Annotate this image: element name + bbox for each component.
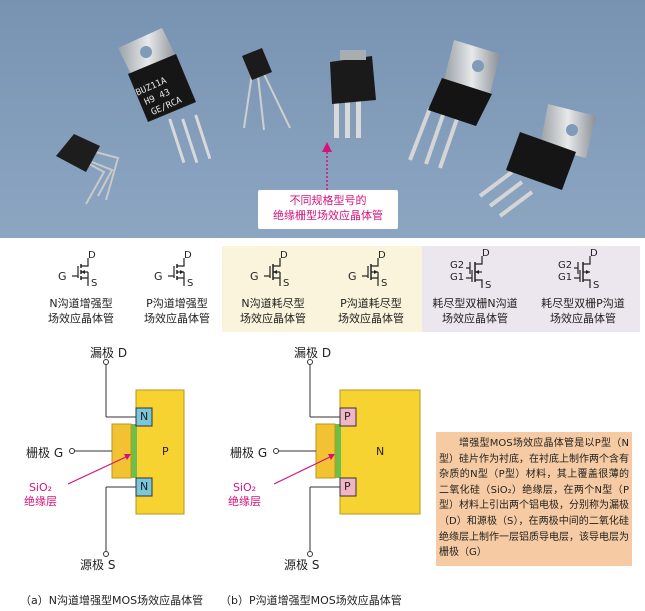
source-label: S (381, 278, 388, 289)
transistor-to220-far-right (478, 104, 596, 218)
dual-gate-band (422, 246, 640, 332)
gate-terminal (273, 448, 279, 454)
sio2-label: SiO₂ 绝缘层 (228, 481, 261, 509)
drain-terminal (103, 359, 109, 365)
gate-label: G (250, 270, 259, 283)
sio2-label-line-1: SiO₂ (28, 481, 53, 494)
depletion-band (222, 246, 422, 332)
gate-label: G (154, 270, 163, 283)
gate-label: G (348, 270, 357, 283)
symbol-p-depletion: G D S P沟道耗尽型 场效应晶体管 (318, 246, 424, 332)
drain-label: 漏极 D (90, 346, 128, 360)
gate-label: G (58, 270, 67, 283)
symbol-caption: N沟道耗尽型 场效应晶体管 (220, 296, 326, 326)
source-label: S (283, 278, 290, 289)
symbol-caption: P沟道增强型 场效应晶体管 (124, 296, 230, 326)
drain-label: D (378, 250, 386, 261)
callout-line-2: 绝缘栅型场效应晶体管 (273, 209, 383, 222)
gate-metal (315, 423, 336, 479)
gate-metal (111, 423, 132, 479)
source-label: 源极 S (284, 558, 320, 572)
symbol-caption-line-1: N沟道增强型 (49, 297, 113, 310)
info-box: 增强型MOS场效应晶体管是以P型（N型）硅片作为衬底，在衬底上制作两个含有杂质的… (436, 432, 632, 566)
oxide-layer (131, 424, 137, 478)
symbol-caption-line-2: 场效应晶体管 (48, 312, 114, 325)
sio2-label-line-2: 绝缘层 (24, 495, 57, 508)
source-label: S (593, 280, 600, 291)
transistor-to220-large: BUZ11A H9 43 GE/RCA (118, 28, 212, 164)
symbol-caption-line-2: 场效应晶体管 (442, 312, 508, 325)
sio2-label: SiO₂ 绝缘层 (24, 481, 57, 509)
sio2-label-line-2: 绝缘层 (228, 495, 261, 508)
drain-region-label: N (140, 410, 149, 423)
drain-label: D (482, 248, 490, 259)
drain-terminal (307, 359, 313, 365)
source-terminal (307, 551, 313, 557)
source-terminal (103, 551, 109, 557)
symbol-caption-line-1: 耗尽型双栅N沟道 (432, 297, 518, 310)
callout-line-1: 不同规格型号的 (289, 194, 367, 207)
source-label: 源极 S (80, 558, 116, 572)
gate-terminal (69, 448, 75, 454)
photo-callout: 不同规格型号的 绝缘栅型场效应晶体管 (258, 190, 398, 229)
source-region-label: N (140, 480, 149, 493)
source-label: S (485, 280, 492, 291)
symbol-caption-line-1: P沟道耗尽型 (340, 297, 402, 310)
source-region-label: P (344, 480, 351, 493)
symbol-caption-line-1: N沟道耗尽型 (241, 297, 305, 310)
drain-region-label: P (344, 410, 351, 423)
gate1-label: G1 (558, 272, 573, 283)
symbol-caption-line-1: 耗尽型双栅P沟道 (541, 297, 625, 310)
mosfet-symbol-row: G D S N沟道增强型 场效应晶体管 G D S P沟道增强型 场效应晶体管 (0, 246, 645, 332)
gate2-label: G2 (558, 260, 573, 271)
substrate-label: P (162, 445, 169, 458)
symbol-caption: P沟道耗尽型 场效应晶体管 (318, 296, 424, 326)
transistor-small-left (56, 134, 120, 205)
symbol-caption-line-2: 场效应晶体管 (550, 312, 616, 325)
symbol-dual-gate-p: G2 G1 D S 耗尽型双栅P沟道 场效应晶体管 (530, 246, 636, 332)
substrate-label: N (376, 445, 385, 458)
gate-label: 栅极 G (230, 446, 268, 460)
symbol-caption-line-1: P沟道增强型 (146, 297, 208, 310)
diagram-p-channel: 漏极 D 栅极 G 源极 S P P N SiO₂ 绝缘层 (218, 340, 438, 590)
transistor-small-mid (242, 48, 291, 131)
symbol-caption-line-2: 场效应晶体管 (144, 312, 210, 325)
symbol-p-enhancement: G D S P沟道增强型 场效应晶体管 (124, 246, 230, 332)
caption-a: （a）N沟道增强型MOS场效应晶体管 (20, 594, 204, 607)
source-label: S (187, 278, 194, 289)
gate1-label: G1 (450, 272, 465, 283)
drain-label: D (280, 250, 288, 261)
drain-label: 漏极 D (294, 346, 332, 360)
drain-label: D (88, 250, 96, 261)
sio2-label-line-1: SiO₂ (232, 481, 257, 494)
symbol-caption: N沟道增强型 场效应晶体管 (28, 296, 134, 326)
transistor-to220-right (408, 40, 500, 169)
transistor-photo: BUZ11A H9 43 GE/RCA (0, 0, 645, 238)
oxide-layer (335, 424, 341, 478)
transistor-to251 (330, 50, 376, 138)
source-label: S (91, 278, 98, 289)
symbol-n-enhancement: G D S N沟道增强型 场效应晶体管 (28, 246, 134, 332)
caption-b: （b）P沟道增强型MOS场效应晶体管 (220, 594, 402, 607)
gate2-label: G2 (450, 260, 465, 271)
symbol-n-depletion: G D S N沟道耗尽型 场效应晶体管 (220, 246, 326, 332)
symbol-caption: 耗尽型双栅N沟道 场效应晶体管 (422, 296, 528, 326)
drain-label: D (184, 250, 192, 261)
diagram-n-channel: 漏极 D 栅极 G 源极 S N N P SiO₂ 绝缘层 (0, 340, 220, 590)
symbol-caption: 耗尽型双栅P沟道 场效应晶体管 (530, 296, 636, 326)
symbol-dual-gate-n: G2 G1 D S 耗尽型双栅N沟道 场效应晶体管 (422, 246, 528, 332)
symbol-caption-line-2: 场效应晶体管 (338, 312, 404, 325)
gate-label: 栅极 G (26, 446, 64, 460)
symbol-caption-line-2: 场效应晶体管 (240, 312, 306, 325)
drain-label: D (590, 248, 598, 259)
